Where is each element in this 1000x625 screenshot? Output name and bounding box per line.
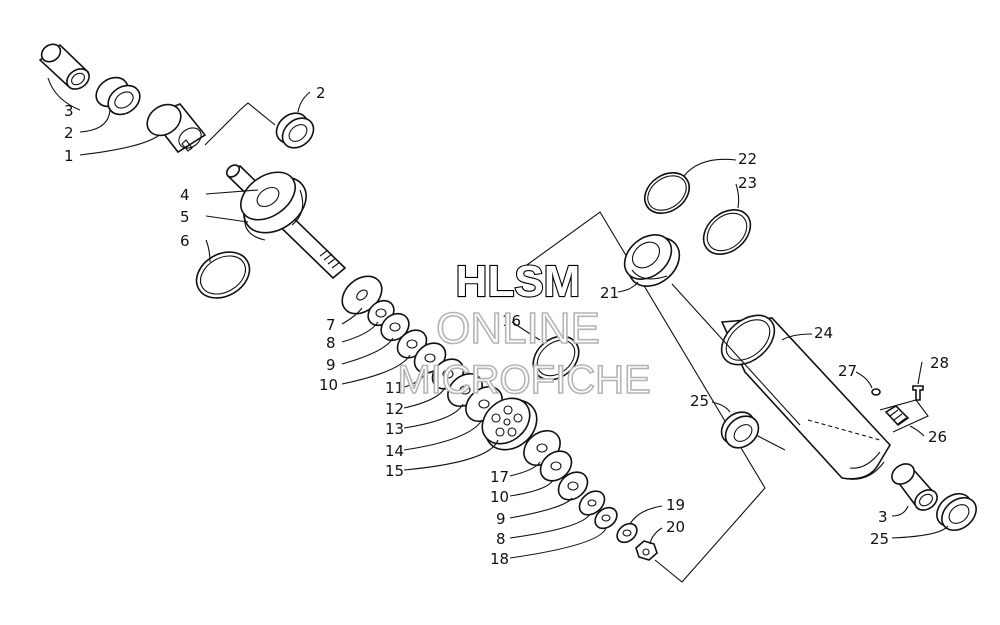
piston-head-part-5: [240, 171, 307, 241]
callout-13: 13: [385, 420, 404, 438]
bearing-part-21: [623, 234, 681, 287]
watermark-line-1: HLSM: [456, 257, 581, 306]
callout-28: 28: [930, 354, 949, 372]
callout-22: 22: [738, 150, 757, 168]
callout-27: 27: [838, 362, 857, 380]
assembly-bracket-line: [519, 211, 766, 583]
callout-12: 12: [385, 400, 404, 418]
piston-part-15: [481, 397, 538, 451]
seal-part-25-bottom: [936, 492, 977, 532]
watermark-line-2: ONLINE: [436, 304, 600, 353]
callout-7: 7: [326, 316, 336, 334]
callout-17: 17: [490, 468, 509, 486]
cylinder-body-part-24: [720, 314, 891, 480]
callout-3-top: 3: [64, 102, 74, 120]
callout-10-upper: 10: [319, 376, 338, 394]
seal-part-2-right: [275, 112, 315, 149]
axis-line-upper: [671, 283, 801, 426]
callout-21: 21: [600, 284, 619, 302]
callout-labels: 3 2 1 2 4 5 6 7 8 9 10 11 12 13 14 15 16…: [64, 84, 949, 568]
eyelet-part-1: [146, 103, 207, 154]
callout-15: 15: [385, 462, 404, 480]
callout-20: 20: [666, 518, 685, 536]
oring-part-22: [643, 172, 691, 214]
valve-part-26: [879, 399, 929, 433]
callout-1: 1: [64, 147, 74, 165]
callout-8-upper: 8: [326, 334, 336, 352]
callout-10-lower: 10: [490, 488, 509, 506]
callout-8-lower: 8: [496, 530, 506, 548]
callout-19: 19: [666, 496, 685, 514]
callout-25-left: 25: [690, 392, 709, 410]
bushing-part-3-bottom: [891, 463, 938, 511]
band-part-16: [532, 335, 580, 381]
oring-part-23: [702, 209, 752, 255]
callout-24: 24: [814, 324, 833, 342]
callout-18: 18: [490, 550, 509, 568]
oring-part-27: [871, 388, 881, 396]
callout-3-bottom: 3: [878, 508, 888, 526]
reference-line-seal: [204, 102, 276, 146]
callout-23: 23: [738, 174, 757, 192]
callout-25-bottom: 25: [870, 530, 889, 548]
callout-2-right: 2: [316, 84, 326, 102]
callout-16: 16: [502, 312, 521, 330]
callout-26: 26: [928, 428, 947, 446]
cap-part-28: [912, 385, 924, 401]
callout-5: 5: [180, 208, 190, 226]
watermark-line-3: MICROFICHE: [397, 358, 650, 402]
callout-2-top: 2: [64, 124, 74, 142]
washer-stack-upper: [341, 275, 503, 423]
oring-part-6: [195, 251, 251, 299]
bushing-part-3-top: [38, 43, 90, 90]
callout-6: 6: [180, 232, 190, 250]
washer-stack-lower: [523, 429, 658, 561]
callout-14: 14: [385, 442, 404, 460]
seal-part-2-top: [95, 76, 141, 116]
leader-lines: [47, 77, 949, 559]
callout-9-upper: 9: [326, 356, 336, 374]
callout-9-lower: 9: [496, 510, 506, 528]
bushing-part-25-left: [720, 411, 760, 449]
axis-line-mid: [751, 432, 786, 451]
callout-11: 11: [385, 379, 404, 397]
watermark: HLSM ONLINE MICROFICHE: [397, 256, 652, 403]
axis-line-right: [807, 419, 881, 441]
callout-4: 4: [180, 186, 190, 204]
